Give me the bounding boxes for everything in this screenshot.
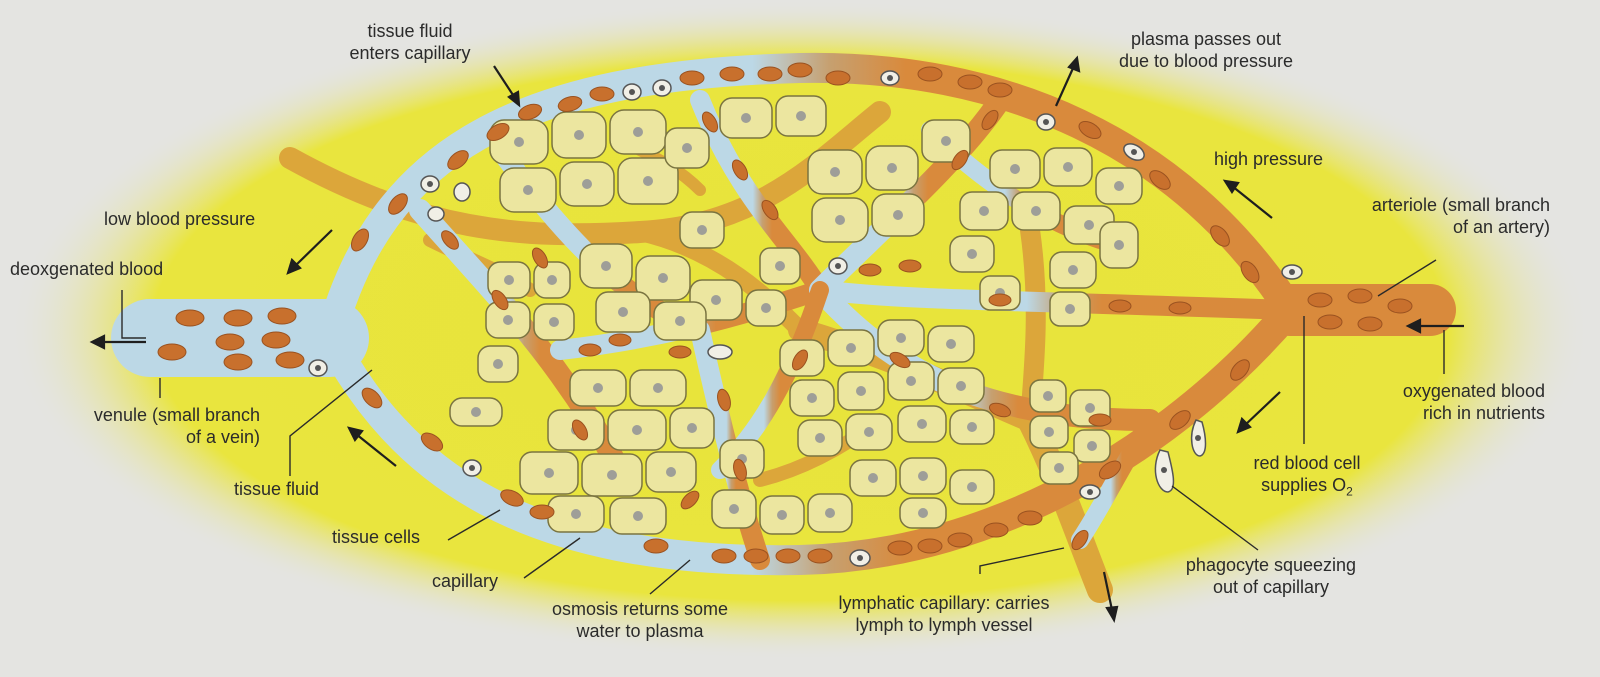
label-line: low blood pressure bbox=[104, 209, 256, 229]
arrow-oxygenated-blood-icon bbox=[1405, 318, 1464, 334]
label-deoxygenated-blood: deoxgenated blood bbox=[10, 258, 163, 280]
arrow-low-pressure-icon bbox=[286, 229, 333, 275]
label-tissue-fluid: tissue fluid bbox=[234, 478, 319, 500]
arrow-plasma-out-icon bbox=[1054, 55, 1081, 107]
label-line: high pressure bbox=[1214, 149, 1324, 169]
label-tissue-fluid-enters: tissue fluid enters capillary bbox=[330, 20, 490, 64]
label-arteriole: arteriole (small branch of an artery) bbox=[1300, 194, 1550, 238]
label-line: red blood cell bbox=[1253, 453, 1361, 473]
label-line: rich in nutrients bbox=[1422, 403, 1545, 423]
label-oxygenated-blood: oxygenated blood rich in nutrients bbox=[1340, 380, 1545, 424]
label-line: supplies O2 bbox=[1222, 474, 1392, 499]
label-capillary: capillary bbox=[432, 570, 498, 592]
flow-arrows bbox=[89, 55, 1464, 623]
label-plasma-passes-out: plasma passes out due to blood pressure bbox=[1086, 28, 1326, 72]
label-line: water to plasma bbox=[576, 621, 704, 641]
leader-lines bbox=[121, 259, 1445, 595]
label-lymphatic-capillary: lymphatic capillary: carries lymph to ly… bbox=[812, 592, 1076, 636]
label-line: tissue cells bbox=[332, 527, 421, 547]
label-line: lymphatic capillary: carries bbox=[838, 593, 1050, 613]
label-osmosis: osmosis returns some water to plasma bbox=[520, 598, 760, 642]
label-line: oxygenated blood bbox=[1402, 381, 1545, 401]
red-blood-cells bbox=[157, 62, 1413, 564]
label-phagocyte: phagocyte squeezing out of capillary bbox=[1160, 554, 1382, 598]
label-line: of an artery) bbox=[1452, 217, 1550, 237]
label-line: phagocyte squeezing bbox=[1185, 555, 1357, 575]
label-line: out of capillary bbox=[1212, 577, 1330, 597]
tissue-cell-nuclei bbox=[471, 111, 1124, 521]
label-text: supplies O bbox=[1261, 475, 1347, 495]
label-line: lymph to lymph vessel bbox=[855, 615, 1033, 635]
arrow-tissue-fluid-icon bbox=[346, 426, 397, 467]
label-line: capillary bbox=[432, 571, 499, 591]
label-high-pressure: high pressure bbox=[1214, 148, 1323, 170]
label-line: deoxgenated blood bbox=[10, 259, 164, 279]
label-line: osmosis returns some bbox=[551, 599, 729, 619]
label-red-blood-cell: red blood cell supplies O2 bbox=[1222, 452, 1392, 499]
label-tissue-cells: tissue cells bbox=[332, 526, 420, 548]
arrow-lymph-out-icon bbox=[1102, 571, 1119, 623]
label-line: due to blood pressure bbox=[1118, 51, 1294, 71]
label-low-blood-pressure: low blood pressure bbox=[104, 208, 255, 230]
arrow-tissue-fluid-enters-icon bbox=[493, 65, 521, 108]
arrow-deoxygenated-blood-icon bbox=[89, 334, 146, 350]
label-line: tissue fluid bbox=[367, 21, 453, 41]
arrow-high-pressure-icon bbox=[1222, 179, 1273, 219]
label-venule: venule (small branch of a vein) bbox=[20, 404, 260, 448]
label-line: plasma passes out bbox=[1130, 29, 1282, 49]
label-line: arteriole (small branch bbox=[1371, 195, 1550, 215]
label-line: tissue fluid bbox=[234, 479, 320, 499]
label-line: enters capillary bbox=[349, 43, 471, 63]
subscript-2: 2 bbox=[1346, 484, 1353, 499]
label-line: of a vein) bbox=[185, 427, 260, 447]
arrow-red-blood-cell-icon bbox=[1236, 391, 1281, 434]
label-line: venule (small branch bbox=[93, 405, 260, 425]
white-blood-cell-nuclei bbox=[315, 75, 1295, 561]
